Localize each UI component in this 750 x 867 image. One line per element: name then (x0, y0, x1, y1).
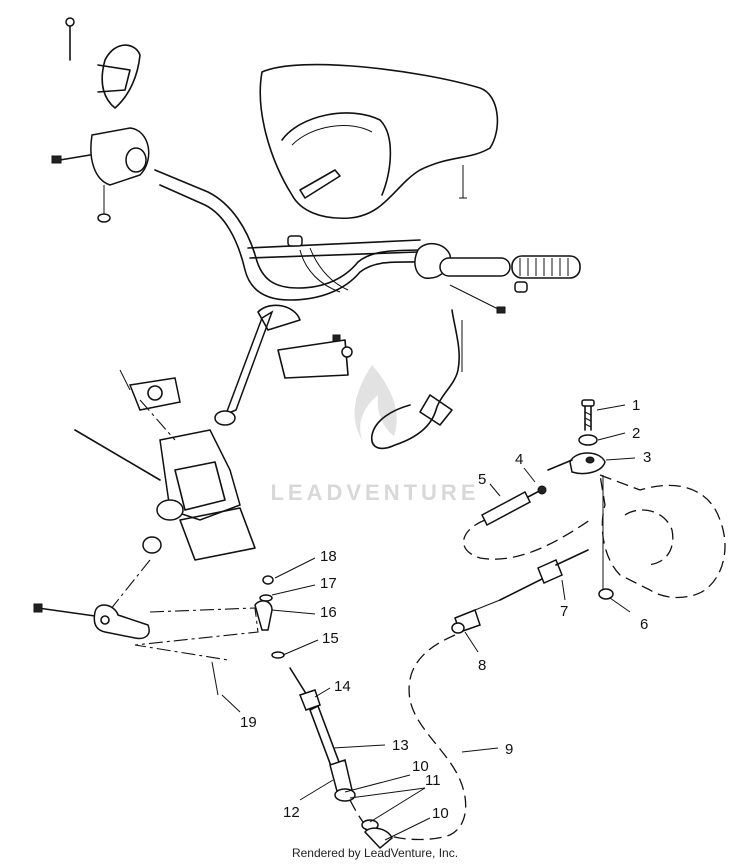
callout-8: 8 (478, 657, 486, 674)
steering-post (214, 304, 353, 426)
callout-19: 19 (240, 714, 257, 731)
callout-14: 14 (334, 678, 351, 695)
callout-9: 9 (505, 741, 513, 758)
lever-assembly (33, 603, 259, 696)
callout-17: 17 (320, 575, 337, 592)
callout-18: 18 (320, 548, 337, 565)
leader-lines (221, 404, 636, 841)
cable-7-8 (451, 549, 589, 634)
leadventure-watermark: LEADVENTURE (270, 365, 479, 505)
callout-6: 6 (640, 616, 648, 633)
callout-2: 2 (632, 425, 640, 442)
footer-credit: Rendered by LeadVenture, Inc. (291, 846, 459, 860)
callout-11: 11 (425, 772, 441, 789)
callout-1: 1 (632, 397, 640, 414)
callout-10: 10 (412, 758, 429, 775)
callout-5: 5 (478, 471, 486, 488)
watermark-flame-icon (354, 365, 397, 440)
callout-numbers: 1 2 3 4 5 6 7 8 9 10 11 12 13 14 15 16 1… (240, 397, 651, 822)
callout-10-lower: 10 (432, 805, 449, 822)
callout-3: 3 (643, 449, 651, 466)
callout-4: 4 (515, 451, 523, 468)
callout-15: 15 (322, 630, 339, 647)
callout-16: 16 (320, 604, 337, 621)
cable-5 (462, 485, 591, 560)
throttle-bracket (74, 369, 256, 611)
callout-12: 12 (283, 804, 300, 821)
cable-adjuster-parts (254, 575, 285, 659)
handlebar (154, 169, 431, 301)
callout-13: 13 (392, 737, 409, 754)
right-grip-and-switch (414, 243, 581, 314)
kill-switch-cord (370, 309, 463, 450)
cable-route-9 (387, 634, 467, 841)
parts-1-3 (547, 399, 614, 600)
carburetor-outline (599, 473, 726, 599)
throttle-housing (51, 17, 150, 223)
seat-assembly (259, 63, 499, 220)
callout-7: 7 (560, 603, 568, 620)
watermark-text: LEADVENTURE (270, 480, 479, 505)
throttle-cable (289, 667, 393, 850)
